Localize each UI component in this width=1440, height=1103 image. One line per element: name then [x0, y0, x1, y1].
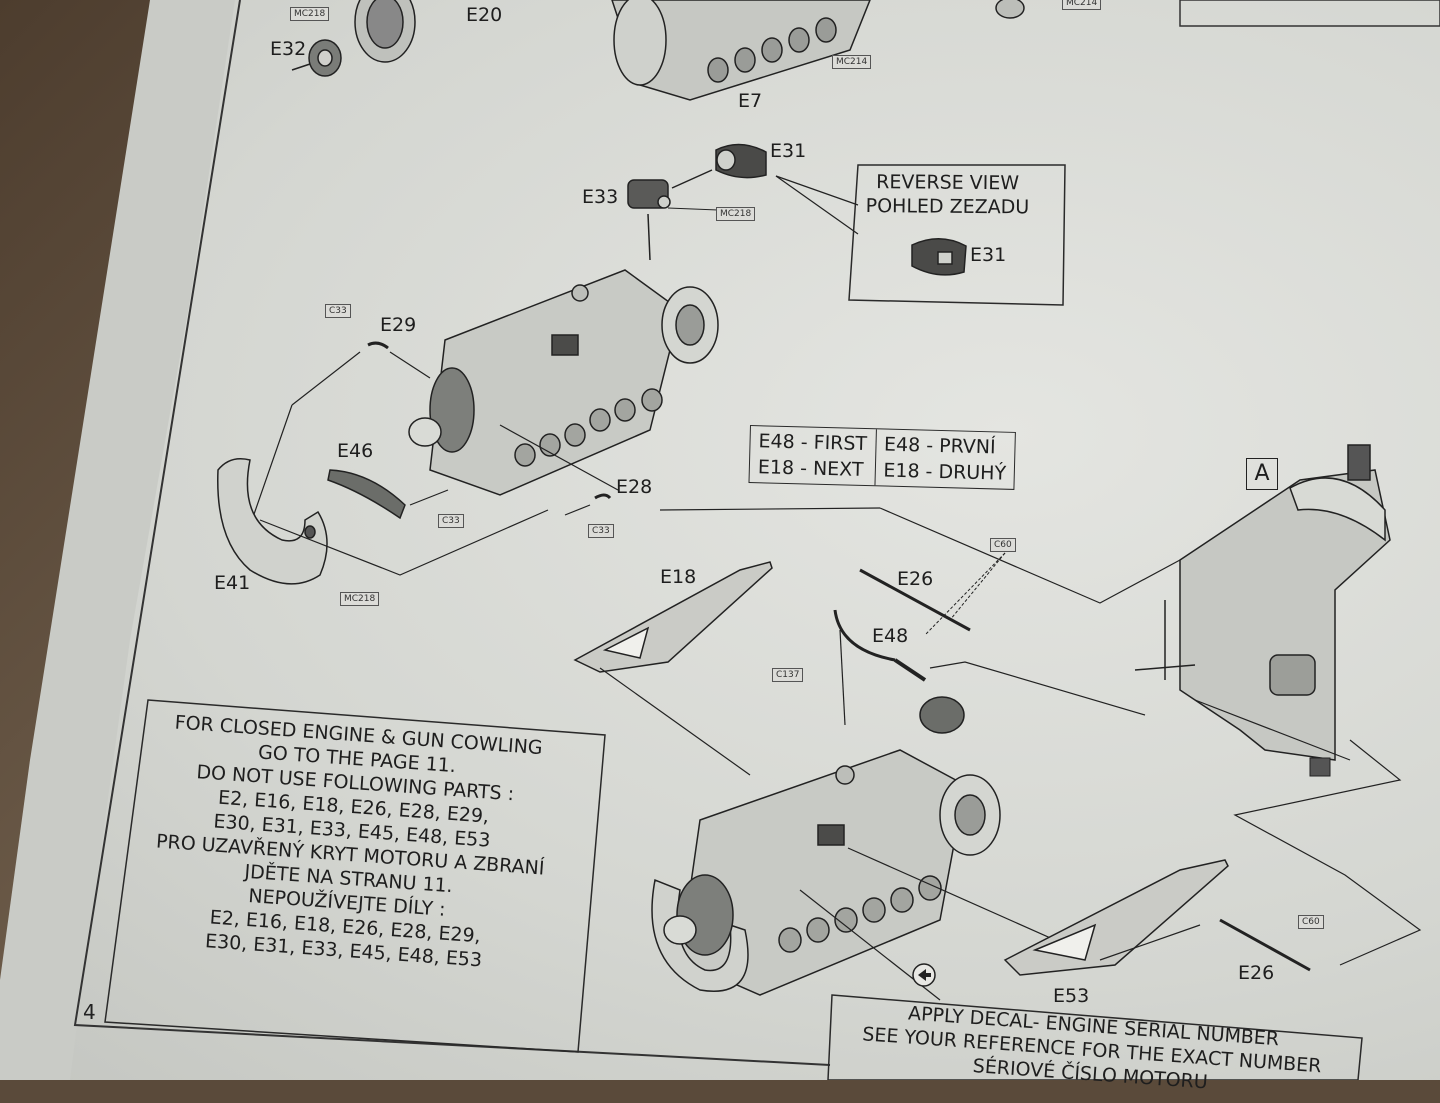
label-e46: E46 — [337, 440, 374, 462]
color-code-mc218-e41: MC218 — [340, 592, 380, 606]
label-e7: E7 — [738, 90, 763, 112]
reverse-view-line-1: REVERSE VIEW — [876, 171, 1020, 195]
sequence-table: E48 - FIRST E18 - NEXT E48 - PRVNÍ E18 -… — [748, 425, 1017, 490]
label-e33: E33 — [582, 186, 619, 208]
color-code-c33-e29: C33 — [325, 304, 351, 318]
sequence-cz-first: E48 - PRVNÍ — [883, 433, 996, 459]
label-e31-reverse: E31 — [970, 244, 1007, 266]
engine-top-e7 — [611, 0, 1025, 101]
color-code-mc218-e33: MC218 — [716, 207, 756, 221]
top-right-box — [1179, 0, 1440, 27]
label-e41: E41 — [214, 572, 251, 594]
sequence-czech: E48 - PRVNÍ E18 - DRUHÝ — [873, 429, 1016, 489]
label-e20: E20 — [466, 4, 503, 26]
label-e29: E29 — [380, 314, 417, 336]
sequence-en-next: E18 - NEXT — [757, 456, 864, 481]
color-code-c60-top: C60 — [990, 538, 1016, 552]
part-e31 — [715, 143, 767, 179]
strut-e18 — [573, 561, 773, 673]
cockpit-frame — [1134, 444, 1391, 761]
page-number: 4 — [83, 1000, 96, 1024]
reverse-view-caption: REVERSE VIEW POHLED ZEZADU — [866, 170, 1030, 219]
part-e46 — [327, 469, 406, 520]
decal-marker-icon — [912, 963, 936, 987]
part-e33 — [627, 179, 671, 209]
color-code-c60-bottom: C60 — [1298, 915, 1324, 929]
color-code-c33-e28: C33 — [588, 524, 614, 538]
label-e31: E31 — [770, 140, 807, 162]
closed-engine-note: FOR CLOSED ENGINE & GUN COWLING GO TO TH… — [123, 708, 579, 978]
reverse-view-line-2: POHLED ZEZADU — [865, 194, 1030, 219]
label-e18: E18 — [660, 566, 697, 588]
label-e53: E53 — [1053, 985, 1090, 1007]
label-e26-bottom: E26 — [1238, 962, 1275, 984]
sequence-cz-next: E18 - DRUHÝ — [883, 459, 1007, 485]
strut-e53 — [1003, 859, 1229, 976]
nut-e32 — [308, 39, 342, 77]
reverse-view-box — [848, 164, 1066, 306]
color-code-mc218-top: MC218 — [290, 7, 330, 21]
closed-engine-note-box — [104, 699, 606, 1053]
sequence-english: E48 - FIRST E18 - NEXT — [750, 426, 876, 485]
color-code-mc214: MC214 — [832, 55, 872, 69]
callout-a: A — [1246, 458, 1278, 490]
assembly-drawing — [73, 0, 1440, 1080]
label-e32: E32 — [270, 38, 307, 60]
label-e28: E28 — [616, 476, 653, 498]
gear-e20 — [354, 0, 416, 63]
part-e31-reverse — [911, 238, 967, 276]
part-e41 — [217, 458, 328, 585]
label-e26-top: E26 — [897, 568, 934, 590]
engine-middle — [408, 269, 719, 496]
sequence-en-first: E48 - FIRST — [758, 430, 868, 456]
label-e48: E48 — [872, 625, 909, 647]
engine-bottom — [651, 696, 1001, 996]
color-code-c33-e46: C33 — [438, 514, 464, 528]
color-code-c137: C137 — [772, 668, 804, 682]
decal-note-box — [827, 994, 1363, 1080]
color-code-mc214-top: MC214 — [1062, 0, 1102, 10]
